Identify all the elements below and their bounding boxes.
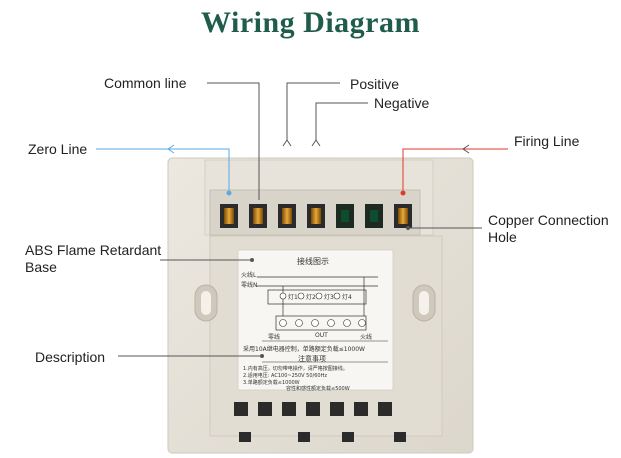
diagram-title: Wiring Diagram xyxy=(201,6,420,39)
sticker-lamp2: 灯2 xyxy=(306,294,316,301)
label-positive: Positive xyxy=(350,76,400,92)
sticker-note4: 容性和感性额定负载≤500W xyxy=(286,386,350,392)
sticker-lamp3: 灯3 xyxy=(324,294,334,301)
label-zero-line: Zero Line xyxy=(28,141,88,157)
terminal-screws xyxy=(220,204,412,228)
leader-zero-line xyxy=(96,148,230,190)
leader-common-line xyxy=(207,82,260,200)
leader-negative xyxy=(315,102,368,140)
sticker-note2: 2.适用电压: AC100~250V 50/60Hz xyxy=(243,373,327,379)
sticker-note1: 1.内有高压，切勿带电操作，请严格按图接线。 xyxy=(243,366,348,372)
label-copper-connection-hole: Copper Connection Hole xyxy=(488,212,609,245)
sticker-spec: 采用10A继电器控制，单路额定负载≤1000W xyxy=(243,346,365,353)
sticker-fire-line: 火线L xyxy=(241,272,257,279)
sticker-lamp1: 灯1 xyxy=(288,294,298,301)
sticker-notes-heading: 注意事项 xyxy=(298,355,326,363)
sticker-bottom-mid: OUT xyxy=(315,332,328,339)
sticker-bottom-right: 火线 xyxy=(360,334,373,341)
bottom-clips xyxy=(234,402,406,442)
label-abs-base: ABS Flame Retardant Base xyxy=(25,242,162,275)
sticker-lamp4: 灯4 xyxy=(342,294,352,301)
leader-positive xyxy=(286,82,340,140)
sticker-note3: 3.单路额定负载≤1000W xyxy=(243,380,300,386)
sticker-bottom-left: 零线 xyxy=(268,334,281,341)
leader-firing-line xyxy=(402,148,508,190)
label-negative: Negative xyxy=(374,95,430,111)
label-common-line: Common line xyxy=(104,75,187,91)
label-description: Description xyxy=(35,349,106,365)
sticker-heading: 接线图示 xyxy=(297,257,329,266)
label-firing-line: Firing Line xyxy=(514,133,580,149)
sticker-zero-line: 零线N xyxy=(241,282,258,289)
